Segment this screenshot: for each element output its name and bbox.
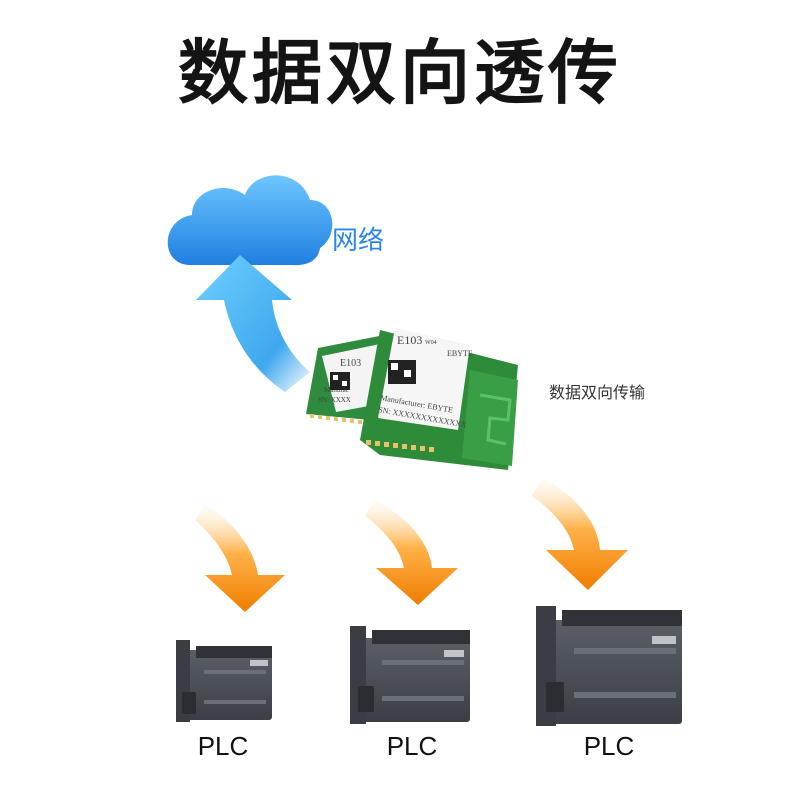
plc-label-3: PLC (583, 731, 635, 761)
cloud-icon (167, 175, 333, 266)
plc-label-2: PLC (386, 731, 438, 761)
back-sn-text: SN: XXXX (318, 396, 351, 404)
front-brand-text: EBYTE (447, 349, 473, 358)
front-model-text: E103 (397, 333, 422, 347)
plc-device-2 (350, 626, 470, 724)
plc-device-1 (176, 640, 272, 722)
plc-label-1: PLC (197, 731, 249, 761)
front-model-suffix-text: W04 (425, 340, 437, 346)
wifi-module-front: E103 W04 EBYTE Manufacturer: EBYTE SN: X… (360, 328, 518, 470)
download-arrow-icon-2 (365, 500, 458, 605)
download-arrow-icon-1 (195, 505, 285, 612)
upload-arrow-icon (196, 255, 310, 392)
plc-device-3 (536, 606, 682, 726)
module-label: 数据双向传输 (549, 383, 646, 402)
network-label: 网络 (332, 226, 385, 256)
download-arrow-icon-3 (532, 478, 628, 590)
back-model-text: E103 (340, 358, 361, 369)
page-title: 数据双向透传 (178, 32, 622, 114)
